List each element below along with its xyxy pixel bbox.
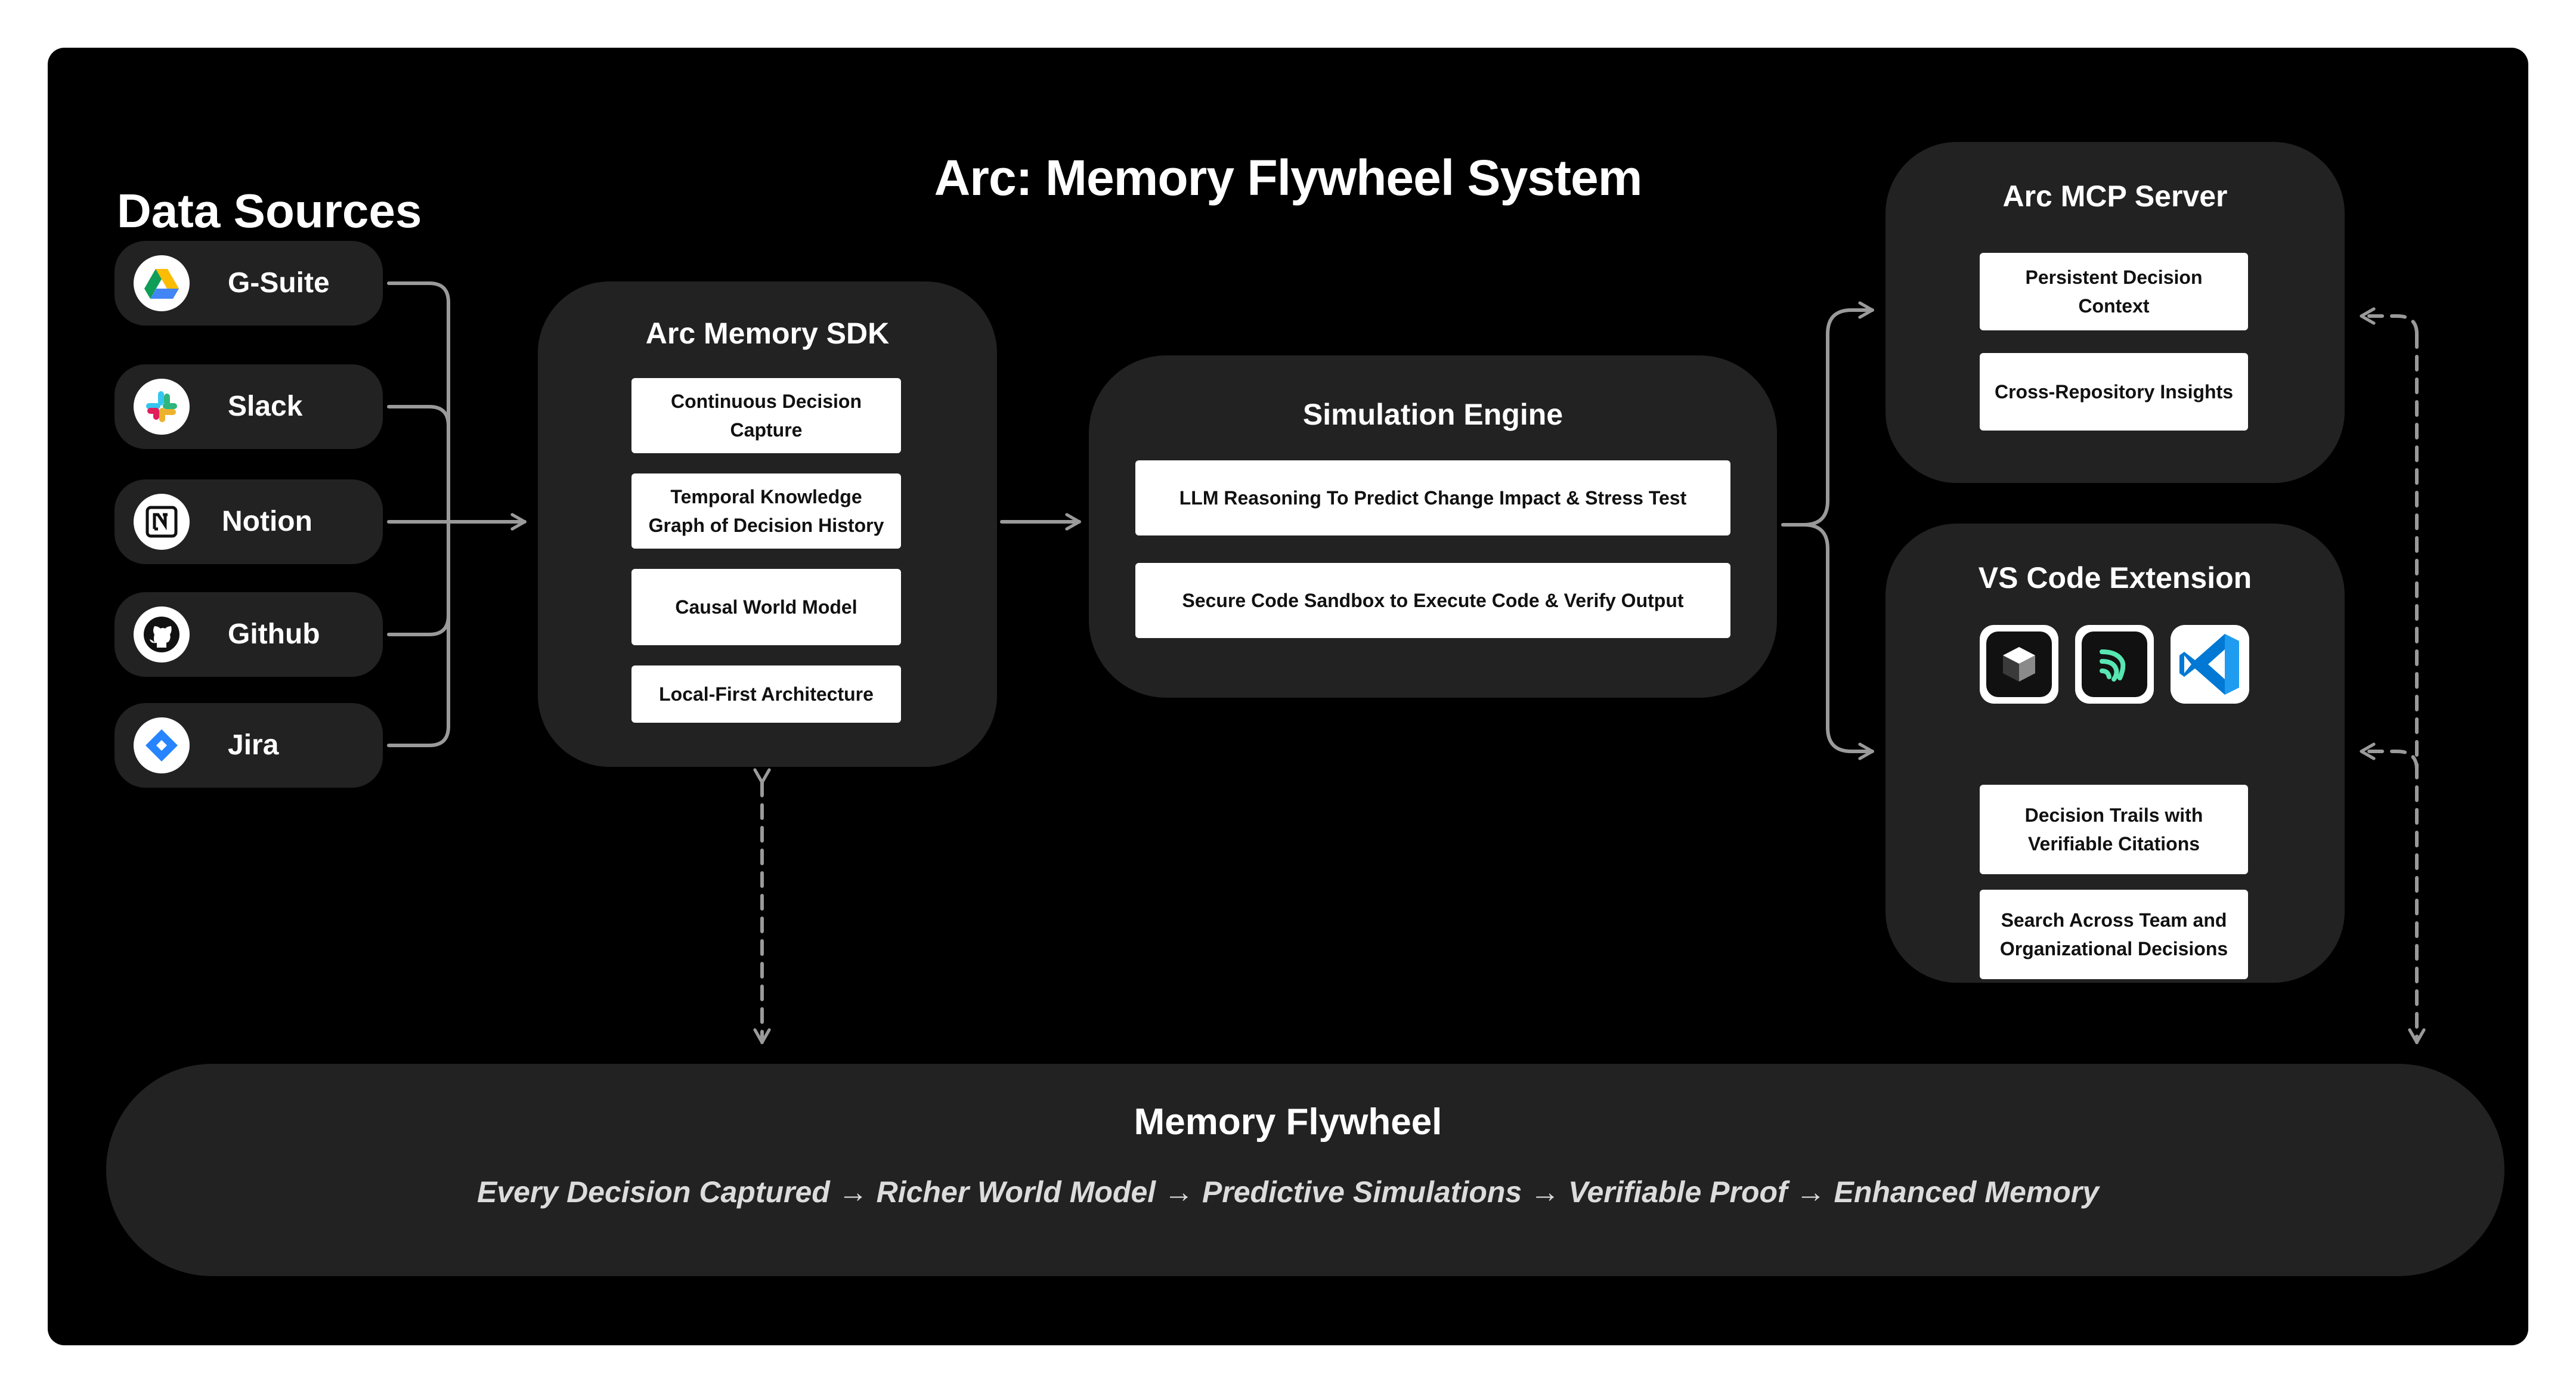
connector-sim-to-vscode [1802,523,1874,760]
connector-lines [387,281,2426,1044]
source-gsuite[interactable]: G-Suite [114,241,383,326]
windsurf-icon [2075,625,2154,704]
source-label: Slack [228,391,303,422]
source-label: G-Suite [228,267,330,299]
vscode-item-decision-trails: Decision Trails with Verifiable Citation… [1980,785,2248,874]
sdk-item-local-first: Local-First Architecture [631,665,901,723]
sdk-item-world-model: Causal World Model [631,569,901,645]
notion-icon [134,494,190,550]
source-label: Notion [222,506,312,537]
diagram-canvas: Arc: Memory Flywheel System Data Sources [48,48,2528,1345]
source-github[interactable]: Github [114,592,383,677]
mcp-panel: Arc MCP Server Persistent Decision Conte… [1885,142,2345,483]
source-jira[interactable]: Jira [114,703,383,788]
diagram-title: Arc: Memory Flywheel System [934,150,1643,206]
data-sources-heading: Data Sources [117,184,422,237]
sdk-panel: Arc Memory SDK Continuous Decision Captu… [538,281,997,767]
simulation-item-sandbox: Secure Code Sandbox to Execute Code & Ve… [1135,563,1730,638]
connector-slack [387,405,450,524]
memory-flywheel-bar [106,1064,2504,1276]
connector-gsuite [387,281,467,524]
flywheel-subtitle: Every Decision Captured → Richer World M… [476,1175,2100,1209]
jira-icon [134,717,190,773]
mcp-title: Arc MCP Server [2002,179,2228,213]
vscode-title: VS Code Extension [1978,561,2252,595]
simulation-title: Simulation Engine [1302,398,1563,431]
vscode-icon [2171,625,2249,704]
source-label: Github [228,618,320,650]
vscode-item-search: Search Across Team and Organizational De… [1980,890,2248,979]
simulation-item-llm: LLM Reasoning To Predict Change Impact &… [1135,460,1730,535]
sdk-item-decision-capture: Continuous Decision Capture [631,378,901,453]
mcp-item-persistent-context: Persistent Decision Context [1980,253,2248,330]
github-icon [134,606,190,663]
google-drive-icon [134,255,190,311]
connector-github [387,520,450,636]
simulation-panel: Simulation Engine LLM Reasoning To Predi… [1089,355,1777,698]
vscode-panel: VS Code Extension [1885,524,2345,983]
connector-jira [387,520,450,747]
dashed-right-to-vscode [2360,742,2419,771]
connector-sim-split [1781,301,1874,527]
flywheel-title: Memory Flywheel [1134,1101,1442,1143]
sdk-title: Arc Memory SDK [645,317,890,350]
cursor-icon [1980,625,2058,704]
source-label: Jira [228,729,279,761]
sdk-item-knowledge-graph: Temporal Knowledge Graph of Decision His… [631,473,901,549]
mcp-item-cross-repo: Cross-Repository Insights [1980,353,2248,431]
dashed-right-loop [2360,307,2419,336]
slack-icon [134,379,190,435]
source-slack[interactable]: Slack [114,364,383,449]
source-notion[interactable]: Notion [114,479,383,564]
